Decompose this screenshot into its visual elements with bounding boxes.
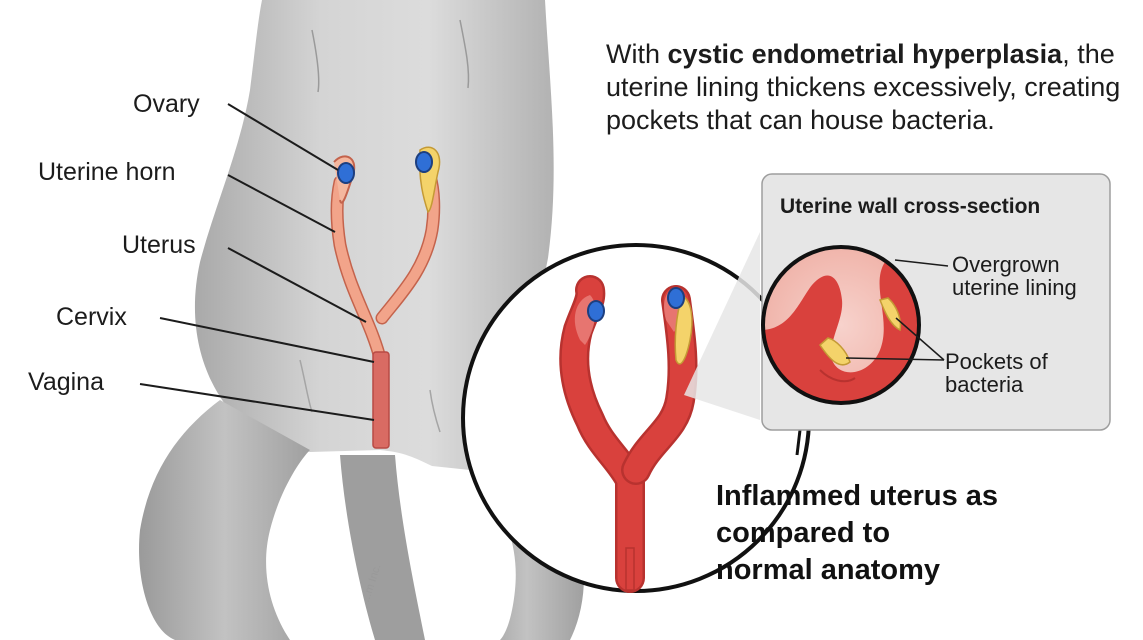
left-hind-leg xyxy=(139,400,310,640)
inset-title: Uterine wall cross-section xyxy=(780,195,1041,218)
label-overgrown-lining: Overgrown uterine lining xyxy=(952,252,1077,300)
cross-section-inset xyxy=(761,173,1111,431)
label-ovary: Ovary xyxy=(133,90,200,118)
label-uterus: Uterus xyxy=(122,231,196,259)
label-leader-lines xyxy=(139,103,375,421)
label-cervix: Cervix xyxy=(56,303,127,331)
left-ovary xyxy=(337,162,355,184)
normal-uterus xyxy=(330,146,441,449)
description-bold-term: cystic endometrial hyperplasia xyxy=(667,39,1063,69)
cervix-vagina xyxy=(372,351,390,449)
description-text: With cystic endometrial hyperplasia, the… xyxy=(606,39,1121,135)
comparison-caption: Inflammed uterus as compared to normal a… xyxy=(716,480,999,586)
tail xyxy=(340,455,425,640)
label-uterine-horn: Uterine horn xyxy=(38,158,176,186)
label-vagina: Vagina xyxy=(28,368,104,396)
right-ovary xyxy=(415,151,433,173)
callout-connector xyxy=(684,232,760,420)
inflamed-right-ovary xyxy=(667,287,685,309)
inflamed-left-ovary xyxy=(587,300,605,322)
label-pockets-bacteria: Pockets of bacteria xyxy=(945,349,1048,397)
